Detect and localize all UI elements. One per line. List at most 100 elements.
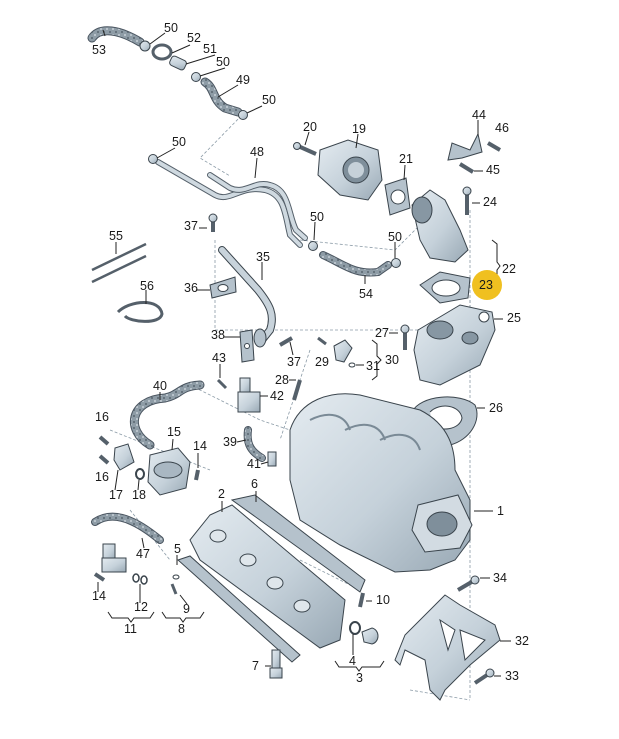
callout-21[interactable]: 21 (399, 152, 413, 166)
coolant-pipe-48 (155, 159, 308, 248)
bolt-29 (317, 336, 327, 346)
bolt-16 (98, 454, 110, 465)
callout-5[interactable]: 5 (174, 542, 181, 556)
o-ring-4 (349, 621, 361, 635)
bolt-33 (473, 668, 495, 685)
callout-45[interactable]: 45 (486, 163, 500, 177)
callout-10[interactable]: 10 (376, 593, 390, 607)
throttle-housing-25 (413, 304, 496, 386)
callout-3[interactable]: 3 (356, 671, 363, 685)
callout-56[interactable]: 56 (140, 279, 154, 293)
callout-51[interactable]: 51 (203, 42, 217, 56)
bolt-24 (462, 186, 472, 215)
bolt-28 (292, 379, 302, 401)
callout-2[interactable]: 2 (218, 487, 225, 501)
callout-46[interactable]: 46 (495, 121, 509, 135)
callout-39[interactable]: 39 (223, 435, 237, 449)
o-ring-31 (348, 362, 356, 368)
callout-23[interactable]: 23 (479, 278, 493, 292)
callout-27[interactable]: 27 (375, 326, 389, 340)
callout-50[interactable]: 50 (164, 21, 178, 35)
gasket-21 (384, 177, 411, 216)
callout-50[interactable]: 50 (262, 93, 276, 107)
callout-37[interactable]: 37 (287, 355, 301, 369)
valve-42 (237, 377, 261, 413)
callout-17[interactable]: 17 (109, 488, 123, 502)
callout-53[interactable]: 53 (92, 43, 106, 57)
clamp-50 (391, 258, 401, 268)
callout-55[interactable]: 55 (109, 229, 123, 243)
o-ring-12 (140, 575, 148, 585)
callout-1[interactable]: 1 (497, 504, 504, 518)
callout-18[interactable]: 18 (132, 488, 146, 502)
callout-50[interactable]: 50 (172, 135, 186, 149)
bolt-16 (98, 435, 110, 446)
callout-40[interactable]: 40 (153, 379, 167, 393)
callout-16[interactable]: 16 (95, 470, 109, 484)
callout-38[interactable]: 38 (211, 328, 225, 342)
callout-14[interactable]: 14 (92, 589, 106, 603)
intake-elbow-22 (411, 189, 469, 263)
callout-6[interactable]: 6 (251, 477, 258, 491)
o-ring-12 (132, 573, 140, 583)
actuator-15 (147, 447, 191, 496)
washer-9 (172, 574, 180, 580)
callout-50[interactable]: 50 (216, 55, 230, 69)
callout-42[interactable]: 42 (270, 389, 284, 403)
callout-35[interactable]: 35 (256, 250, 270, 264)
callout-19[interactable]: 19 (352, 122, 366, 136)
callout-37[interactable]: 37 (184, 219, 198, 233)
gasket-23 (419, 271, 471, 304)
bolt-34 (456, 575, 480, 592)
callout-25[interactable]: 25 (507, 311, 521, 325)
callout-50[interactable]: 50 (388, 230, 402, 244)
flange-pipe-end (253, 328, 267, 348)
callout-44[interactable]: 44 (472, 108, 486, 122)
intake-runner-2 (189, 504, 346, 649)
bolt-43 (216, 378, 228, 390)
gasket-36 (209, 276, 237, 299)
callout-41[interactable]: 41 (247, 457, 261, 471)
callout-28[interactable]: 28 (275, 373, 289, 387)
callout-36[interactable]: 36 (184, 281, 198, 295)
callout-26[interactable]: 26 (489, 401, 503, 415)
screw-8 (170, 583, 178, 595)
callout-47[interactable]: 47 (136, 547, 150, 561)
callout-16[interactable]: 16 (95, 410, 109, 424)
callout-4[interactable]: 4 (349, 654, 356, 668)
callout-31[interactable]: 31 (366, 359, 380, 373)
callout-48[interactable]: 48 (250, 145, 264, 159)
callout-14[interactable]: 14 (193, 439, 207, 453)
callout-34[interactable]: 34 (493, 571, 507, 585)
valve-11 (101, 543, 127, 573)
sensor-7 (269, 649, 283, 679)
callout-50[interactable]: 50 (310, 210, 324, 224)
callout-33[interactable]: 33 (505, 669, 519, 683)
callout-7[interactable]: 7 (252, 659, 259, 673)
callout-49[interactable]: 49 (236, 73, 250, 87)
callout-24[interactable]: 24 (483, 195, 497, 209)
callout-8[interactable]: 8 (178, 622, 185, 636)
egr-pipe-35 (218, 246, 276, 344)
callout-15[interactable]: 15 (167, 425, 181, 439)
callout-54[interactable]: 54 (359, 287, 373, 301)
callout-30[interactable]: 30 (385, 353, 399, 367)
bolt-46 (486, 141, 502, 152)
callout-32[interactable]: 32 (515, 634, 529, 648)
callout-11[interactable]: 11 (124, 622, 137, 636)
callout-20[interactable]: 20 (303, 120, 317, 134)
clamp-50 (148, 154, 158, 164)
clamp-52 (151, 43, 173, 61)
bolt-20 (293, 142, 317, 156)
callout-29[interactable]: 29 (315, 355, 329, 369)
throttle-body-19 (317, 139, 383, 201)
group-brackets (107, 239, 501, 672)
highlight-circle-part-23[interactable] (472, 270, 502, 300)
clamp-50 (139, 40, 151, 52)
valve-51 (169, 55, 187, 71)
callout-12[interactable]: 12 (134, 600, 148, 614)
callout-9[interactable]: 9 (183, 602, 190, 616)
callout-22[interactable]: 22 (502, 262, 516, 276)
callout-43[interactable]: 43 (212, 351, 226, 365)
callout-52[interactable]: 52 (187, 31, 201, 45)
